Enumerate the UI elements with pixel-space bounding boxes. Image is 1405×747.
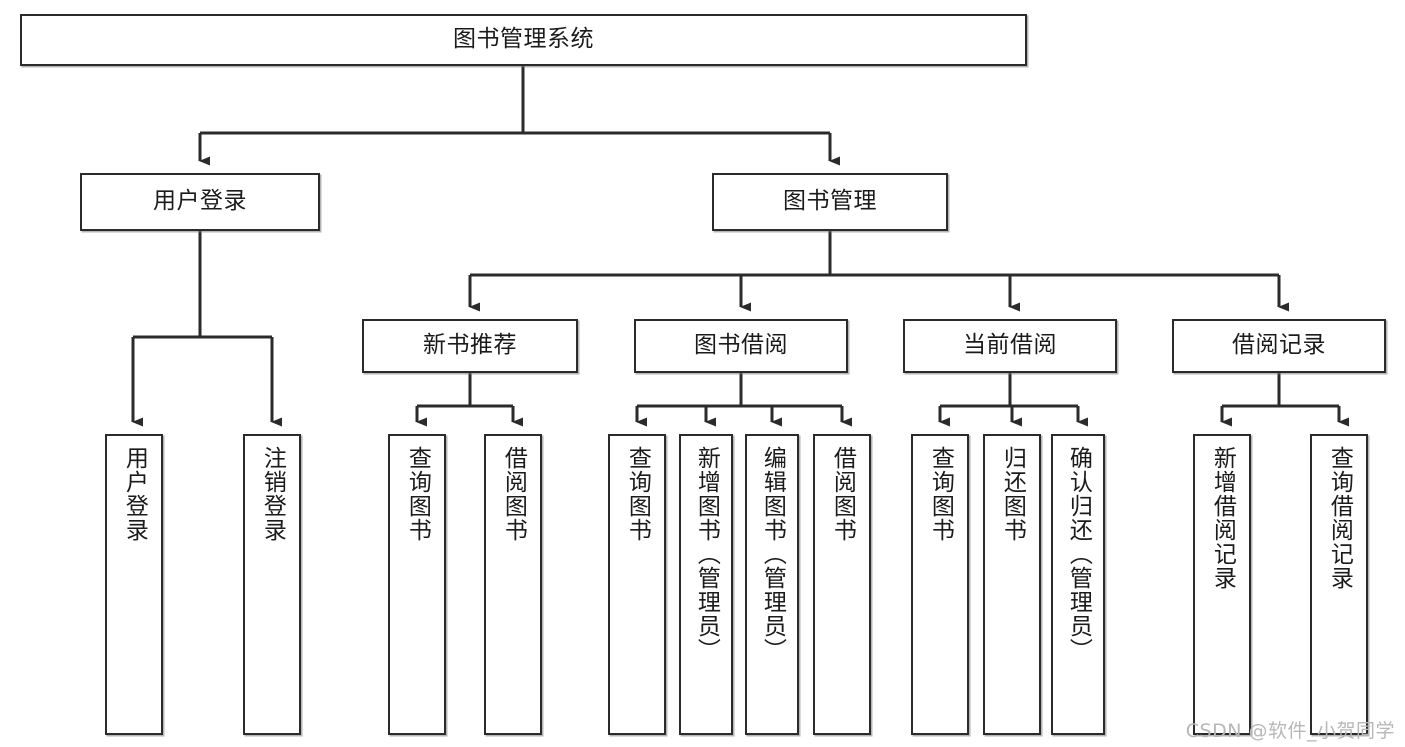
node-borrow-record[interactable]: 借阅记录	[1172, 319, 1386, 373]
node-leaf-return-book[interactable]: 归还图书	[983, 434, 1041, 735]
node-leaf-query-record[interactable]: 查询借阅记录	[1310, 434, 1368, 735]
node-label: 借阅图书	[829, 446, 856, 542]
node-label: 查询借阅记录	[1326, 446, 1353, 590]
node-user-login[interactable]: 用户登录	[80, 173, 320, 231]
node-leaf-add-record[interactable]: 新增借阅记录	[1193, 434, 1251, 735]
node-leaf-borrow-book[interactable]: 借阅图书	[813, 434, 871, 735]
node-leaf-confirm-return[interactable]: 确认归还（管理员）	[1051, 434, 1105, 735]
node-label: 用户登录	[153, 188, 247, 215]
node-label: 图书借阅	[694, 332, 788, 359]
node-label: 新书推荐	[423, 332, 517, 359]
node-leaf-borrow-book-rec[interactable]: 借阅图书	[484, 434, 542, 735]
node-label: 查询图书	[927, 446, 954, 542]
node-label: 新增借阅记录	[1209, 446, 1236, 590]
node-label: 图书管理系统	[453, 26, 594, 53]
node-leaf-edit-book[interactable]: 编辑图书（管理员）	[745, 434, 799, 735]
node-leaf-query-book-current[interactable]: 查询图书	[911, 434, 969, 735]
node-label: 注销登录	[259, 446, 286, 542]
node-current-borrow[interactable]: 当前借阅	[903, 319, 1117, 373]
node-leaf-logout[interactable]: 注销登录	[243, 434, 301, 735]
node-root-system[interactable]: 图书管理系统	[20, 14, 1027, 66]
node-leaf-user-login[interactable]: 用户登录	[105, 434, 163, 735]
node-label: 用户登录	[121, 446, 148, 542]
node-label: 借阅记录	[1232, 332, 1326, 359]
node-label: 当前借阅	[963, 332, 1057, 359]
node-label: 图书管理	[783, 188, 877, 215]
node-label: 新增图书（管理员）	[693, 446, 720, 662]
node-label: 归还图书	[999, 446, 1026, 542]
node-label: 确认归还（管理员）	[1065, 446, 1092, 662]
node-leaf-query-book-rec[interactable]: 查询图书	[388, 434, 446, 735]
node-book-manage[interactable]: 图书管理	[712, 173, 948, 231]
node-leaf-query-book-borrow[interactable]: 查询图书	[608, 434, 666, 735]
node-book-borrow[interactable]: 图书借阅	[634, 319, 848, 373]
node-label: 查询图书	[404, 446, 431, 542]
node-new-book-recommend[interactable]: 新书推荐	[362, 319, 578, 373]
node-label: 借阅图书	[500, 446, 527, 542]
node-label: 查询图书	[624, 446, 651, 542]
node-label: 编辑图书（管理员）	[759, 446, 786, 662]
node-leaf-add-book[interactable]: 新增图书（管理员）	[679, 434, 733, 735]
